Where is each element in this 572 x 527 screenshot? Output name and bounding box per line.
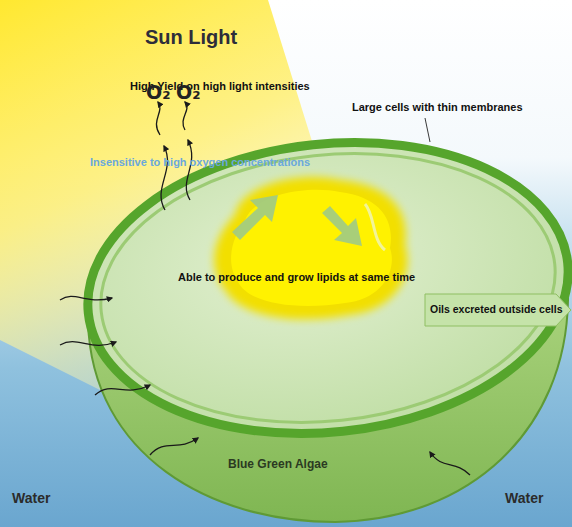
sun-light-label: Sun Light — [145, 26, 237, 49]
water-label: Water — [12, 490, 50, 506]
oil-note: Oils excreted outside cells — [430, 303, 562, 315]
membrane-note: Large cells with thin membranes — [352, 101, 523, 114]
oxygen-symbol: O₂ — [176, 82, 200, 104]
oxygen-symbol: O₂ — [146, 82, 170, 104]
lipid-note: Able to produce and grow lipids at same … — [178, 271, 415, 284]
algae-label: Blue Green Algae — [228, 458, 328, 472]
oxygen-note: Insensitive to high oxygen concentration… — [90, 156, 310, 169]
water-label: Water — [505, 490, 543, 506]
